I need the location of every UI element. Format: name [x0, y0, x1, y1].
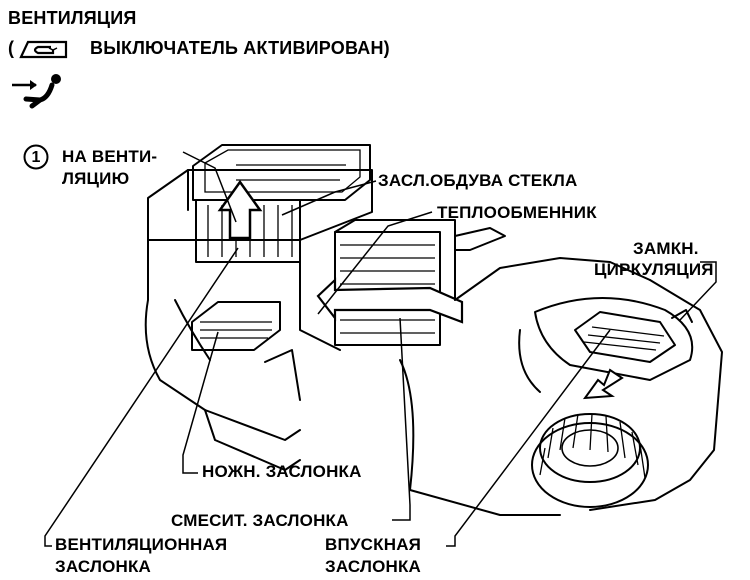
- intake-grille: [534, 297, 694, 381]
- callout-label-line1: НА ВЕНТИ-: [62, 147, 158, 166]
- intake-door-label-line1: ВПУСКНАЯ: [325, 535, 422, 554]
- recirculation-label-line1: ЗАМКН.: [633, 239, 699, 258]
- foot-door-label: НОЖН. ЗАСЛОНКА: [202, 462, 362, 481]
- blower-housing: [399, 257, 723, 516]
- air-mix-flow-arrow: [316, 277, 464, 324]
- heater-core-label: ТЕПЛООБМЕННИК: [437, 203, 597, 222]
- heater-box-housing: [144, 169, 373, 471]
- callout-number: 1: [31, 149, 41, 166]
- callout-label-line2: ЛЯЦИЮ: [62, 169, 130, 188]
- recirculation-label-line2: ЦИРКУЛЯЦИЯ: [594, 260, 714, 279]
- page-title: ВЕНТИЛЯЦИЯ: [8, 8, 137, 28]
- subtitle-open-paren: (: [8, 38, 15, 58]
- leader-lines: [44, 151, 717, 547]
- vent-door-label-line2: ЗАСЛОНКА: [55, 557, 152, 576]
- vent-airflow-arrow: [217, 179, 263, 240]
- vent-outlet-grille: [192, 144, 371, 201]
- intake-door-label-line2: ЗАСЛОНКА: [325, 557, 422, 576]
- mix-door-label: СМЕСИТ. ЗАСЛОНКА: [171, 511, 349, 530]
- intake-airflow-arrow: [582, 368, 624, 400]
- vent-airflow-icon: [12, 74, 61, 109]
- blower-fan: [531, 413, 649, 508]
- switch-status-text: ВЫКЛЮЧАТЕЛЬ АКТИВИРОВАН): [90, 38, 390, 58]
- foot-door-grille: [191, 301, 301, 401]
- vent-door-label-line1: ВЕНТИЛЯЦИОННАЯ: [55, 535, 228, 554]
- callout-number-circle: [23, 144, 49, 170]
- recirculation-switch-icon: [19, 40, 68, 59]
- defrost-door-label: ЗАСЛ.ОБДУВА СТЕКЛА: [378, 171, 578, 190]
